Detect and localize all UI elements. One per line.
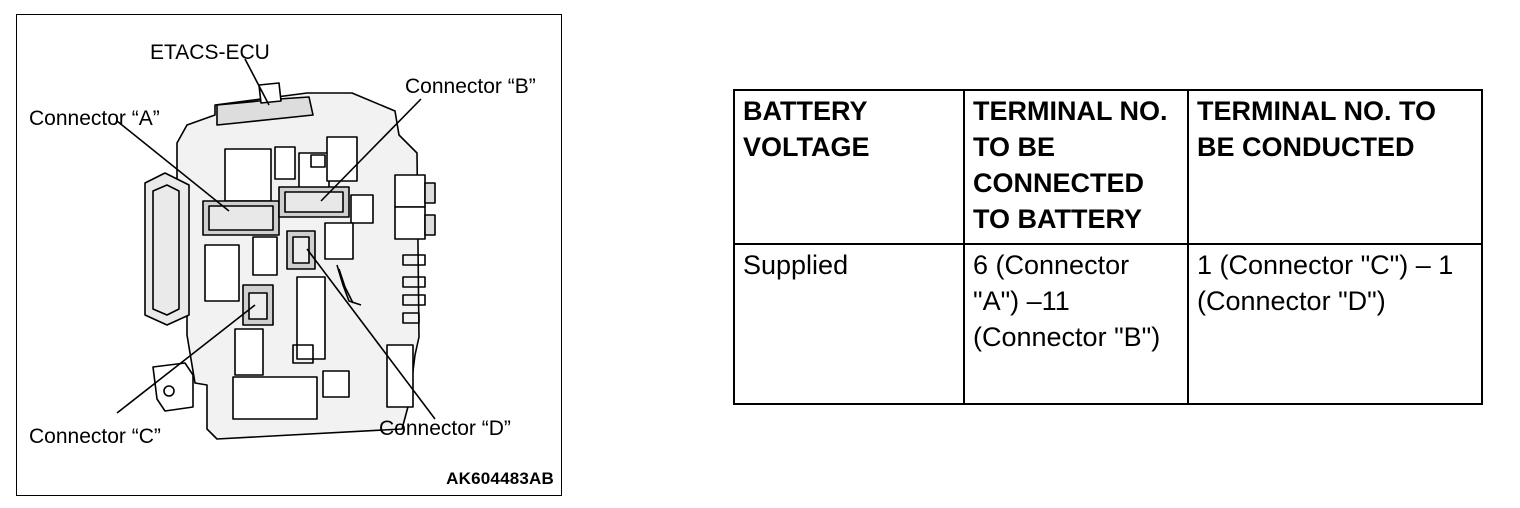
cell-terminal-conducted: 1 (Connector "C") – 1 (Connector "D") [1187, 243, 1483, 405]
etacs-ecu-drawing [116, 58, 436, 440]
header-terminal-conducted: TERMINAL NO. TO BE CONDUCTED [1187, 89, 1483, 245]
connector-a-label: Connector “A” [29, 107, 160, 130]
ecu-label: ETACS-ECU [150, 41, 270, 64]
connector-d-label: Connector “D” [379, 417, 511, 440]
header-battery-voltage: BATTERY VOLTAGE [733, 89, 965, 245]
table-header-row: BATTERY VOLTAGE TERMINAL NO. TO BE CONNE… [733, 89, 1483, 245]
connector-b-label: Connector “B” [405, 75, 536, 98]
connector-c-label: Connector “C” [29, 425, 161, 448]
figure-id: AK604483AB [446, 469, 554, 488]
cell-terminal-connected: 6 (Connector "A") –11 (Connector "B") [963, 243, 1189, 405]
header-terminal-connected: TERMINAL NO. TO BE CONNECTED TO BATTERY [963, 89, 1189, 245]
cell-battery-voltage: Supplied [733, 243, 965, 405]
terminal-spec-table: BATTERY VOLTAGE TERMINAL NO. TO BE CONNE… [733, 89, 1483, 405]
ecu-illustration-panel: ETACS-ECU Connector “A” Connector “B” Co… [16, 14, 562, 496]
table-row: Supplied 6 (Connector "A") –11 (Connecto… [733, 243, 1483, 405]
